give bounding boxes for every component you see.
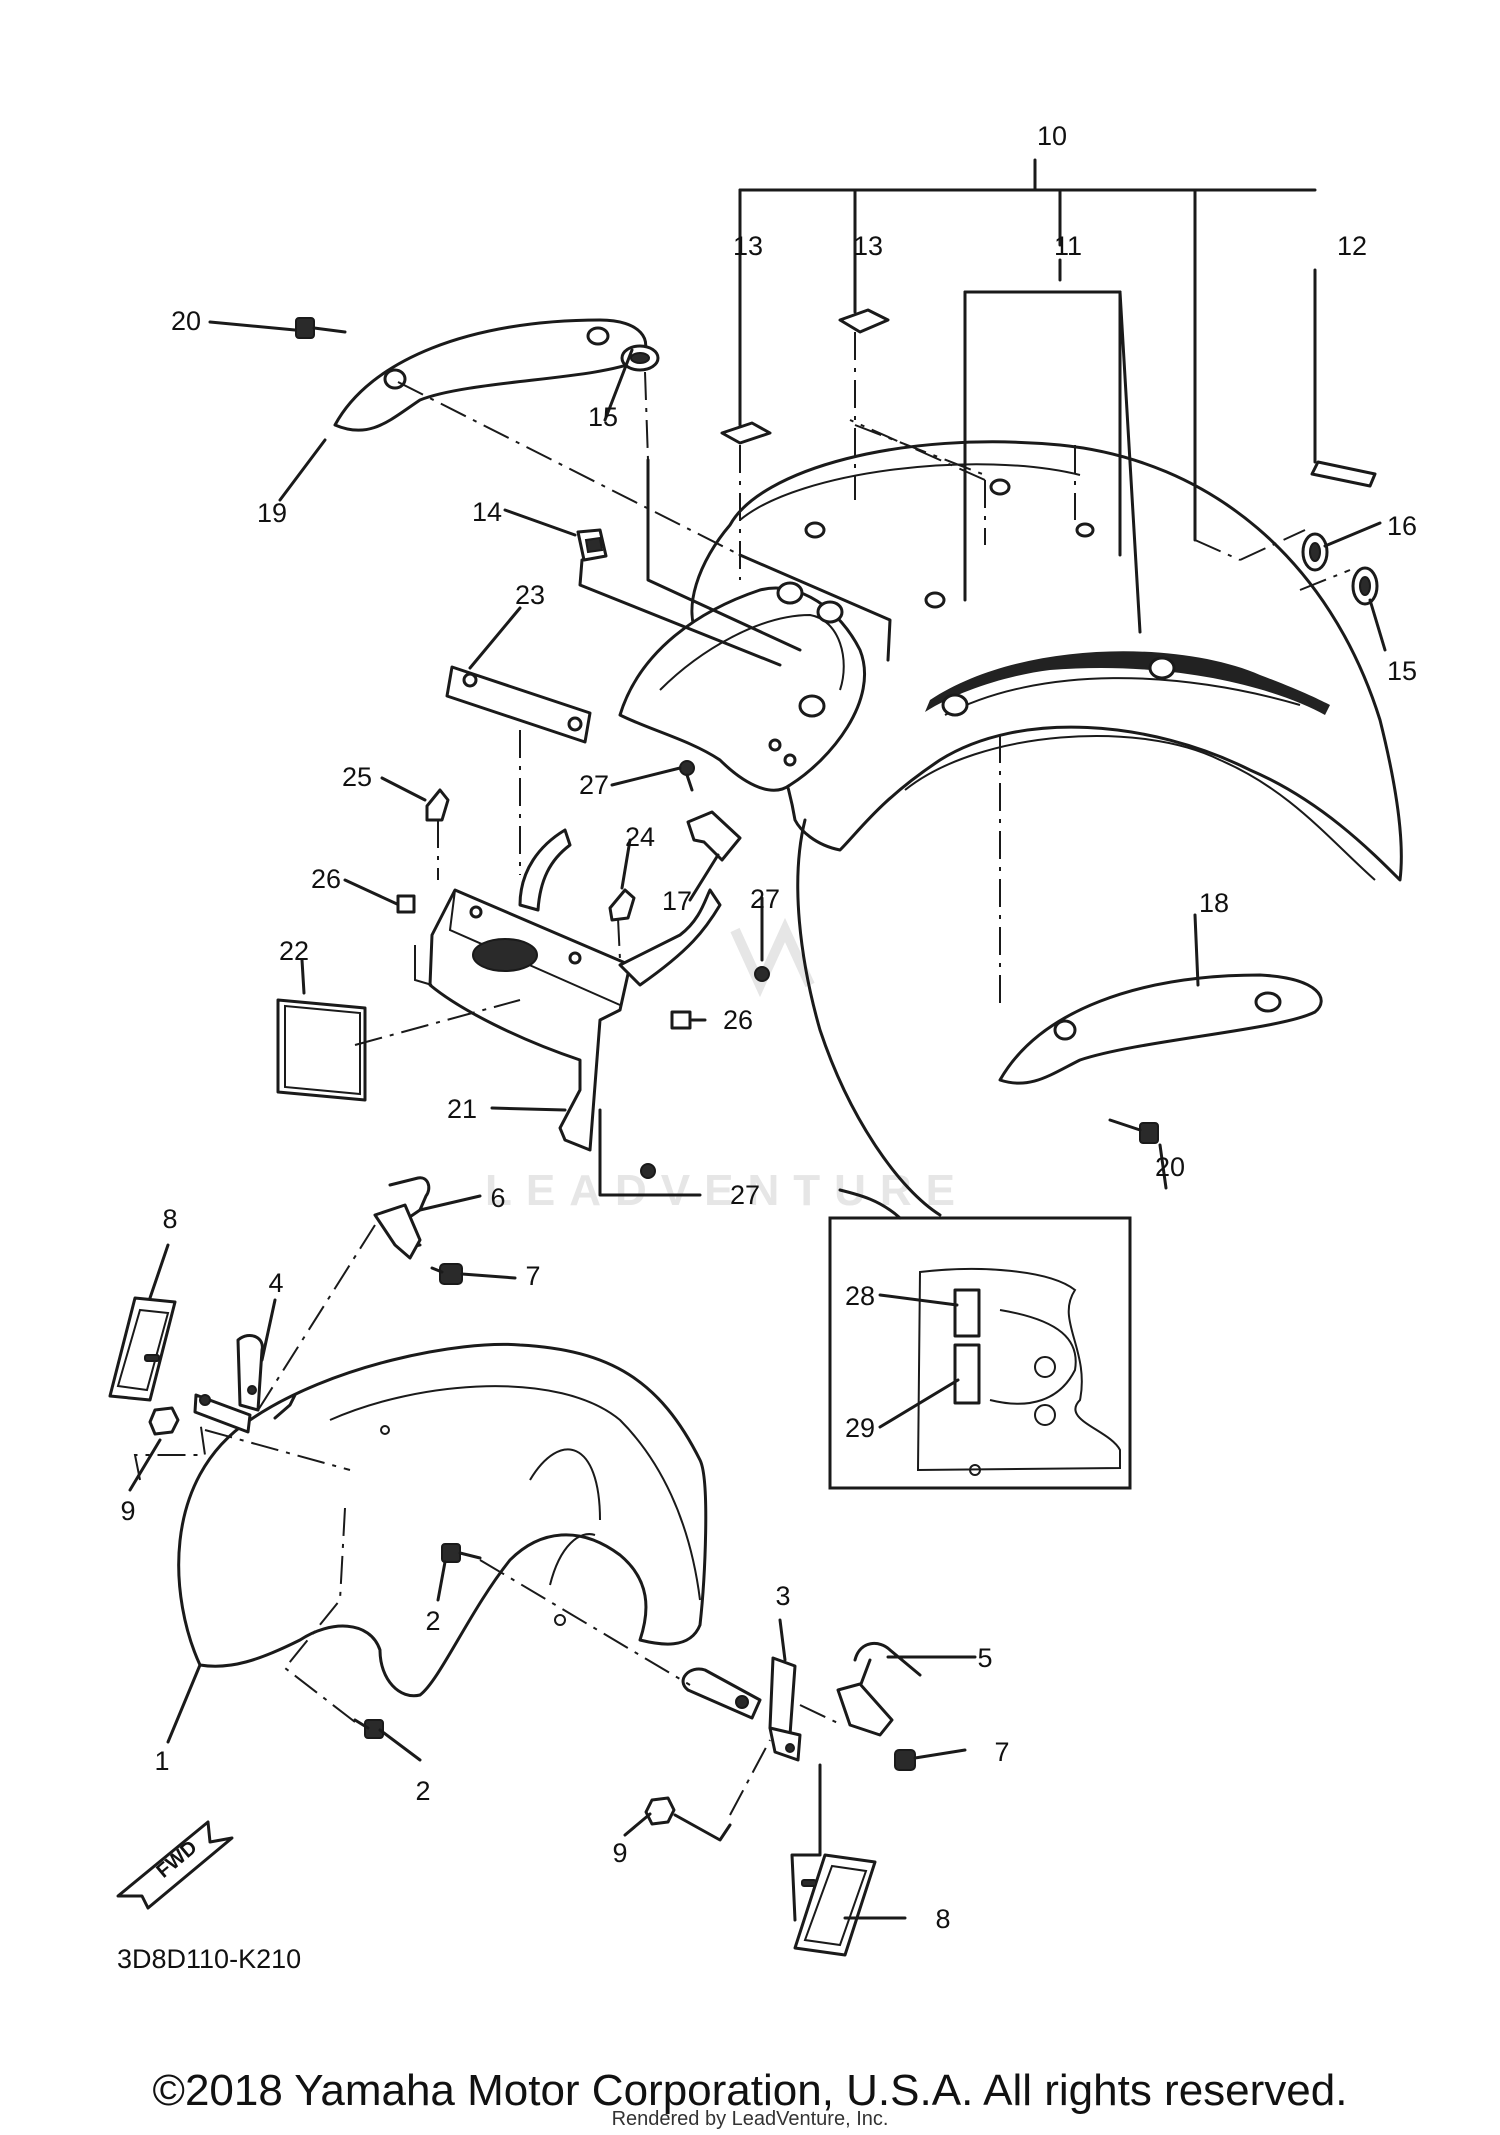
front-fender [177, 1342, 708, 1698]
callout-2: 2 [415, 1776, 430, 1806]
bolt-2-a [441, 1543, 482, 1563]
bracket-6-base [373, 1203, 422, 1260]
bolt-2-b [353, 1718, 384, 1739]
callout-labels: 10 13 13 11 12 20 19 15 14 16 15 23 27 2… [120, 121, 1417, 1934]
stay-3 [681, 1656, 802, 1762]
inset-pointer [838, 1188, 902, 1220]
callout-20: 20 [171, 306, 201, 336]
screw-27-b [754, 966, 770, 982]
bolt-7-bottom [894, 1749, 916, 1771]
callout-15: 15 [588, 402, 618, 432]
rear-fender-skirt-line [796, 818, 942, 1217]
callout-23: 23 [515, 580, 545, 610]
callout-24: 24 [625, 822, 655, 852]
callout-5: 5 [977, 1643, 992, 1673]
callout-29: 29 [845, 1413, 875, 1443]
bolt-7-top [430, 1263, 463, 1285]
callout-4: 4 [268, 1268, 283, 1298]
callout-19: 19 [257, 498, 287, 528]
callout-13: 13 [853, 231, 883, 261]
callout-20: 20 [1155, 1152, 1185, 1182]
bracket-21 [414, 828, 722, 1152]
callout-21: 21 [447, 1094, 477, 1124]
watermark-text: LEADVENTURE [485, 1166, 969, 1215]
callout-3: 3 [775, 1581, 790, 1611]
diagram-code: 3D8D110-K210 [117, 1944, 301, 1974]
nut-9-right [644, 1796, 676, 1826]
callout-28: 28 [845, 1281, 875, 1311]
rear-fender-bracket [618, 581, 867, 792]
reflector-8-right [793, 1853, 877, 1957]
bolt-20-bottom [1108, 1118, 1159, 1144]
callout-16: 16 [1387, 511, 1417, 541]
plate-23 [445, 665, 592, 744]
reflector-22 [276, 998, 367, 1102]
callout-27: 27 [730, 1180, 760, 1210]
callout-9: 9 [120, 1496, 135, 1526]
watermark: LEADVENTURE [485, 917, 969, 1215]
callout-15: 15 [1387, 656, 1417, 686]
callout-7: 7 [525, 1261, 540, 1291]
callout-2: 2 [425, 1606, 440, 1636]
leader-lines [128, 158, 1387, 1922]
label-13-right [838, 308, 890, 334]
callout-27: 27 [750, 884, 780, 914]
bolt-20-top [295, 317, 347, 339]
nut-9-left [148, 1406, 180, 1436]
callout-7: 7 [994, 1737, 1009, 1767]
callout-8: 8 [935, 1904, 950, 1934]
callout-6: 6 [490, 1183, 505, 1213]
callout-14: 14 [472, 497, 502, 527]
grommet-15-top [620, 344, 660, 372]
side-rail-18 [998, 973, 1323, 1085]
reflector-8-left [108, 1296, 177, 1402]
callout-26: 26 [311, 864, 341, 894]
grommet-16 [1301, 532, 1329, 572]
damper-25 [425, 788, 450, 822]
connector-14 [576, 528, 608, 562]
callout-22: 22 [279, 936, 309, 966]
screw-27-c [640, 1163, 656, 1179]
callout-13: 13 [733, 231, 763, 261]
callout-18: 18 [1199, 888, 1229, 918]
screw-27-a [679, 760, 695, 792]
callout-26: 26 [723, 1005, 753, 1035]
rendered-by-credit: Rendered by LeadVenture, Inc. [611, 2108, 889, 2130]
callout-8: 8 [162, 1204, 177, 1234]
stay-4 [193, 1334, 264, 1434]
inset-box [828, 1216, 1132, 1490]
callout-10: 10 [1037, 121, 1067, 151]
callout-1: 1 [154, 1746, 169, 1776]
copyright-notice: ©2018 Yamaha Motor Corporation, U.S.A. A… [152, 2066, 1348, 2115]
callout-9: 9 [612, 1838, 627, 1868]
callout-17: 17 [662, 886, 692, 916]
callout-25: 25 [342, 762, 372, 792]
callout-12: 12 [1337, 231, 1367, 261]
cover-17 [686, 810, 742, 862]
label-12 [1310, 460, 1377, 488]
damper-24 [608, 888, 636, 922]
callout-11: 11 [1054, 231, 1082, 261]
damper-26-right [670, 1010, 692, 1030]
damper-26-left [396, 894, 416, 914]
label-13-left [720, 421, 772, 445]
callout-27: 27 [579, 770, 609, 800]
bracket-5-base [836, 1682, 894, 1737]
grommet-15-right [1351, 566, 1379, 606]
fwd-arrow: FWD [116, 1820, 234, 1910]
